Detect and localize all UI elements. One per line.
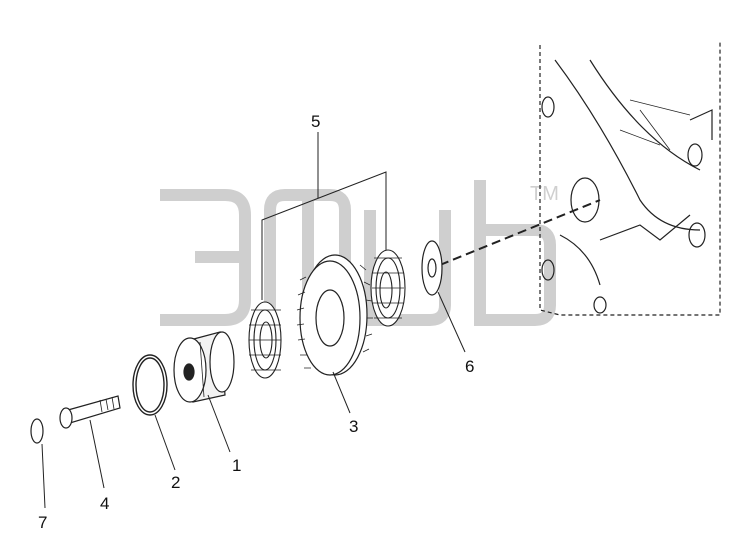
callout-5: 5 — [311, 112, 320, 131]
callout-leaders — [41, 291, 466, 509]
watermark-logo — [160, 180, 556, 326]
snap-ring-part — [132, 354, 168, 416]
callout-4: 4 — [100, 494, 109, 513]
washer-part — [30, 418, 44, 444]
watermark-trademark: TM — [530, 183, 559, 205]
callout-3: 3 — [349, 417, 358, 436]
callout-2: 2 — [171, 473, 180, 492]
assembly-centerline — [439, 199, 601, 266]
thrust-washer-part — [421, 240, 443, 296]
bearing-right-part — [370, 249, 406, 327]
engine-housing — [539, 40, 721, 316]
callout-6: 6 — [465, 357, 474, 376]
gear-hub-part — [173, 331, 235, 403]
bolt-part — [59, 395, 121, 429]
idler-gear-part — [296, 254, 373, 376]
callout-7: 7 — [38, 513, 47, 532]
bearing-left-part — [248, 301, 282, 379]
callout-5-bracket — [261, 132, 387, 300]
callout-1: 1 — [232, 456, 241, 475]
